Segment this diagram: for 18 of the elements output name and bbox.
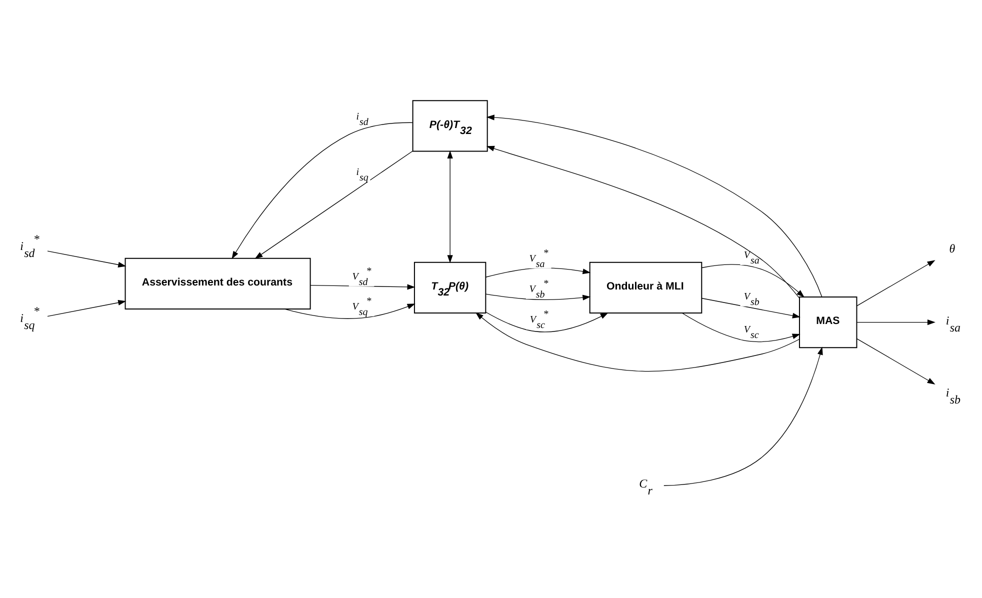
arrow: [284, 304, 416, 319]
arrow: [447, 150, 453, 264]
arrow: [485, 294, 591, 300]
arrow: [664, 346, 823, 486]
arrow: [856, 320, 936, 326]
node-text: θ: [949, 242, 956, 256]
arrow: [47, 300, 126, 317]
arrow: [856, 338, 936, 384]
node-box: Asservissement des courants: [124, 258, 311, 310]
arrow: [232, 122, 414, 260]
arrow: [701, 298, 800, 318]
arrow: [682, 312, 800, 342]
arrow: [254, 150, 414, 259]
arrow: [702, 264, 804, 298]
node-box: Onduleur à MLI: [589, 262, 702, 314]
arrow: [856, 260, 936, 306]
node-box: MAS: [799, 296, 858, 348]
arrow: [47, 250, 126, 268]
